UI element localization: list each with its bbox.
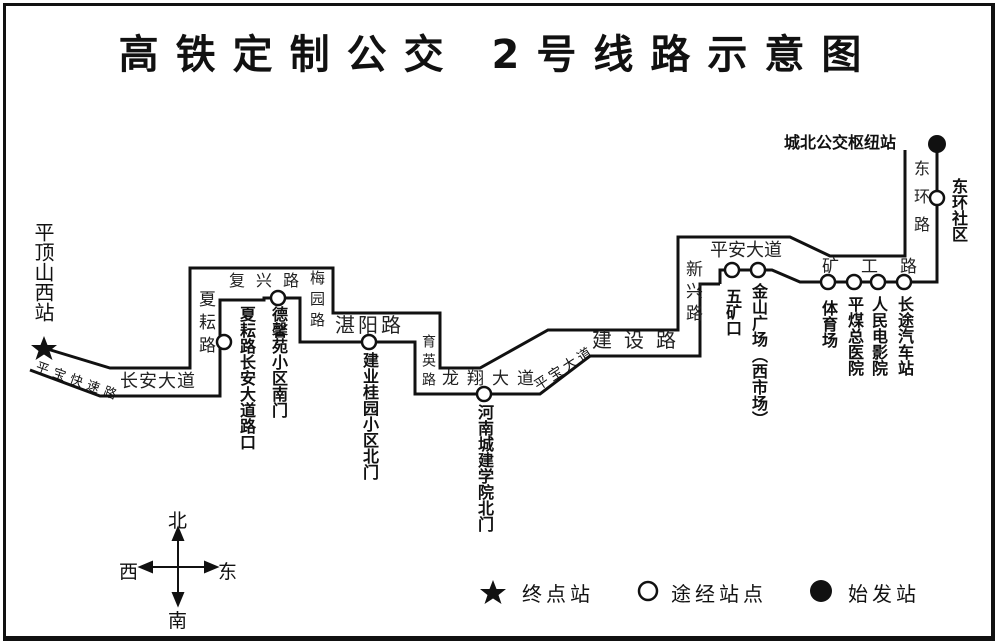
page-title: 高铁定制公交 2号线路示意图	[118, 32, 879, 78]
compass-east-label: 东	[218, 561, 238, 583]
stop-label-dexinyuan: 德馨苑小区南门	[269, 306, 288, 418]
stop-marker-donghuan-shequ	[928, 189, 946, 207]
stop-marker-changtu-qichezhan	[895, 273, 913, 291]
compass-north-label: 北	[168, 510, 188, 532]
legend-terminal-end: 终点站	[522, 578, 594, 607]
road-label-longxiang-avenue: 龙翔大道	[442, 369, 542, 389]
stop-label-renmin-dianyingyuan: 人民电影院	[869, 296, 888, 376]
stop-label-xiayun-changan: 夏耘路长安大道路口	[237, 306, 256, 450]
legend-via-stop: 途经站点	[671, 578, 767, 607]
stop-label-pingmei-zongyiyuan: 平煤总医院	[845, 296, 864, 376]
stop-marker-pingmei-zongyiyuan	[845, 273, 863, 291]
road-label-jianshe-road: 建设路	[592, 328, 688, 352]
map-frame	[3, 3, 995, 641]
legend-label-start: 始发站	[848, 582, 920, 606]
stop-label-jinshan-guangchang: 金山广场（西市场）	[749, 283, 768, 427]
stop-marker-henan-chengjian	[475, 385, 493, 403]
road-label-fuxing-road: 复兴路	[229, 271, 311, 290]
stop-label-tiyuchang: 体育场	[819, 300, 838, 348]
stop-label-donghuan-shequ: 东环社区	[949, 178, 968, 242]
stop-marker-dexinyuan	[269, 289, 287, 307]
legend-filled-circle-icon	[810, 580, 832, 602]
road-label-zhiyang-road: 湛阳路	[335, 313, 404, 337]
stop-marker-xiayun-changan	[215, 333, 233, 351]
stop-marker-renmin-dianyingyuan	[869, 273, 887, 291]
legend-terminal-start: 始发站	[848, 578, 920, 607]
road-label-kuanggong-road: 矿工路	[822, 257, 939, 277]
stop-marker-jianye-guiyuan	[360, 333, 378, 351]
compass-west-label: 西	[119, 561, 139, 583]
road-label-pingan-avenue: 平安大道	[710, 240, 782, 261]
road-outline-upper	[43, 150, 907, 370]
terminal-start-label: 城北公交枢纽站	[784, 133, 897, 152]
stop-marker-tiyuchang	[819, 273, 837, 291]
legend-label-end: 终点站	[522, 582, 594, 606]
start-terminal-marker	[928, 135, 946, 153]
route-line	[718, 144, 939, 284]
terminal-end-label: 平顶山西站	[31, 222, 55, 322]
road-label-changan-avenue: 长安大道	[120, 371, 196, 392]
stop-label-changtu-qichezhan: 长途汽车站	[895, 296, 914, 376]
road-label-meiyuan-road: 梅园路	[308, 270, 326, 333]
legend-star-icon	[480, 580, 506, 604]
stop-label-wukuangkou: 五矿口	[723, 288, 742, 336]
legend-hollow-circle-icon	[637, 580, 659, 602]
legend-label-via: 途经站点	[671, 582, 767, 606]
compass-south-label: 南	[168, 610, 188, 632]
stop-marker-jinshan-guangchang	[749, 261, 767, 279]
road-label-yuying-road: 育英路	[420, 334, 436, 391]
road-label-donghuan-road: 东环路	[911, 160, 930, 244]
road-outline-lower	[29, 282, 720, 398]
road-label-xinxing-road: 新兴路	[682, 260, 702, 326]
stop-label-henan-chengjian: 河南城建学院北门	[475, 404, 494, 532]
compass-icon	[137, 525, 220, 608]
stop-label-jianye-guiyuan: 建业桂园小区北门	[360, 352, 379, 480]
stop-marker-wukuangkou	[723, 261, 741, 279]
end-terminal-star-icon	[31, 336, 57, 360]
road-label-xiayun-road: 夏耘路	[195, 290, 215, 359]
